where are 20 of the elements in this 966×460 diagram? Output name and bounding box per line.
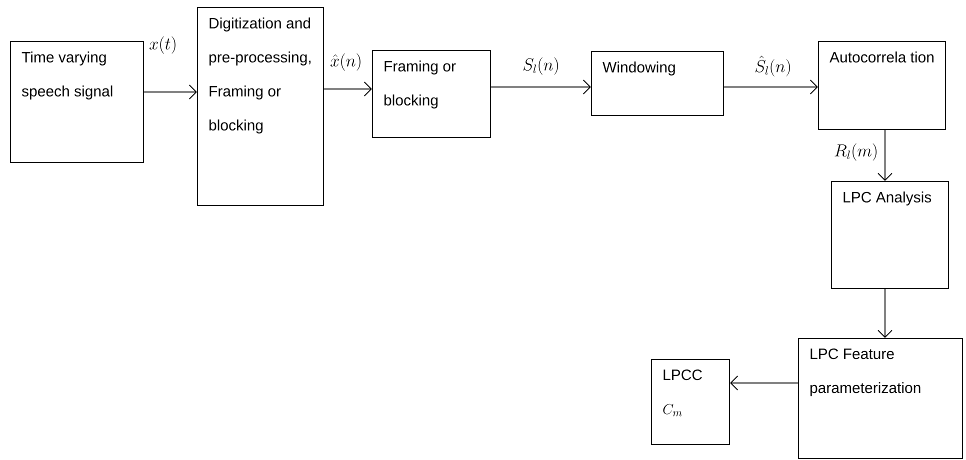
edge-label: $x(t)$ <box>150 36 176 54</box>
arrow <box>724 80 818 94</box>
process-box: LPC Analysis <box>831 181 949 289</box>
edge-label: $R_l(m)$ <box>834 143 877 161</box>
process-box: Time varying speech signal <box>10 41 144 163</box>
process-box: Windowing <box>591 51 724 116</box>
edge-label: $S_l(n)$ <box>523 57 558 75</box>
arrow <box>730 376 798 390</box>
edge-label: $\hat{S}_l(n)$ <box>755 56 790 76</box>
arrow <box>144 84 198 100</box>
arrow <box>324 82 372 96</box>
process-box: LPCC $C_m$ <box>651 359 730 445</box>
process-box: Framing or blocking <box>372 50 491 138</box>
arrow <box>878 130 892 181</box>
process-box: LPC Feature parameterization <box>798 338 963 459</box>
edge-label: $\hat{x}(n)$ <box>330 53 360 71</box>
arrow <box>878 288 892 338</box>
arrow <box>490 80 591 94</box>
process-box: Autocorrela tion <box>818 41 946 130</box>
process-box: Digitization and pre-processing, Framing or blocking <box>197 7 324 206</box>
